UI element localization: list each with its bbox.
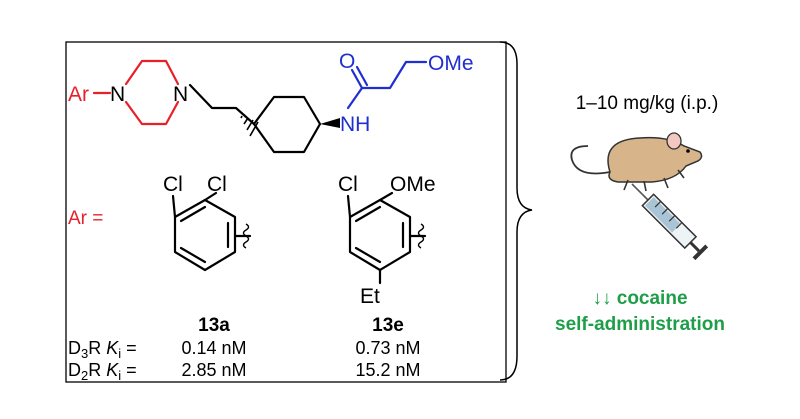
et-13e: Et	[360, 285, 380, 308]
benzene-ring-13a	[173, 198, 237, 272]
o-label: O	[339, 50, 355, 73]
carbonyl-bond-2	[355, 65, 369, 87]
ar-definition: Ar =	[68, 208, 103, 229]
compound-id-13e: 13e	[372, 315, 404, 336]
ome-label: OMe	[428, 52, 474, 75]
wedge-bond	[320, 118, 340, 128]
d2r-ki-13a: 2.85 nM	[181, 360, 246, 380]
effect-line-1: ↓↓ cocaine	[592, 288, 687, 309]
compound-box	[65, 41, 507, 383]
n2-atom: N	[173, 83, 188, 106]
d3r-ki-13a: 0.14 nM	[181, 338, 246, 358]
syringe-icon	[631, 183, 709, 261]
compound-id-13a: 13a	[198, 315, 230, 336]
wavy-attachment-13a	[242, 223, 250, 249]
d2r-ki-label: D2R Ki =	[68, 360, 137, 383]
nh-label: NH	[340, 113, 370, 136]
ome-13e: OMe	[390, 173, 436, 196]
propyl-chain	[360, 60, 428, 90]
effect-line-2: self-administration	[555, 314, 725, 335]
mouse-icon	[570, 132, 703, 192]
piperazine-top-bonds	[124, 59, 180, 86]
aryl-13a: Cl Cl	[163, 173, 252, 272]
piperazine-bottom-bonds	[124, 100, 180, 126]
n-c-bond	[346, 86, 364, 110]
benzene-ring-13e	[348, 198, 412, 272]
curly-brace	[499, 41, 533, 381]
cl-2-13a: Cl	[207, 173, 227, 196]
d2r-ki-13e: 15.2 nM	[355, 360, 420, 380]
ar-label: Ar	[68, 83, 89, 106]
cl-1-13a: Cl	[163, 173, 183, 196]
scaffold-structure: Ar N N NH O OMe	[68, 50, 474, 154]
n1-atom: N	[110, 83, 125, 106]
d3r-ki-label: D3R Ki =	[68, 338, 137, 361]
cyclohexane-ring	[252, 95, 322, 154]
cl-13e: Cl	[338, 173, 358, 196]
carbonyl-bond-1	[350, 68, 364, 90]
wavy-attachment-13e	[417, 223, 425, 249]
dose-text: 1–10 mg/kg (i.p.)	[576, 93, 719, 114]
aryl-13e: Cl OMe Et	[338, 173, 436, 308]
ethyl-linker	[188, 83, 256, 126]
hashed-bond	[240, 115, 259, 137]
d3r-ki-13e: 0.73 nM	[355, 338, 420, 358]
